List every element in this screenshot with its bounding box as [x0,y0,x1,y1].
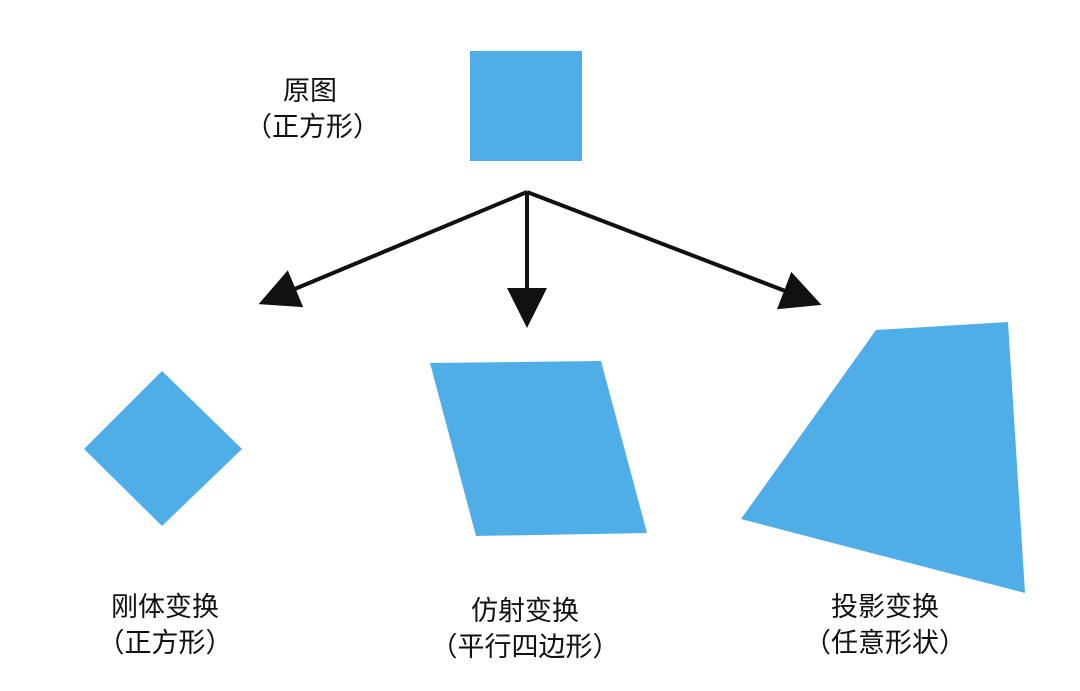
original-title: 原图 [283,76,337,107]
affine-transform-label: 仿射变换 （平行四边形） [425,594,625,666]
projective-transform-label: 投影变换 （任意形状） [800,590,970,662]
projective-transform-title: 投影变换 [831,592,939,623]
affine-transform-shape [430,361,647,536]
rigid-transform-label: 刚体变换 （正方形） [85,590,245,662]
projective-transform-shape [741,322,1025,593]
affine-transform-title: 仿射变换 [471,596,579,627]
rigid-transform-shape [84,371,242,526]
original-label: 原图 （正方形） [245,74,380,146]
original-subtitle: （正方形） [245,112,380,143]
rigid-transform-subtitle: （正方形） [97,628,233,659]
projective-transform-subtitle: （任意形状） [804,628,966,659]
arrow-to-projective [526,190,822,310]
rigid-transform-title: 刚体变换 [111,592,219,623]
original-square [470,51,582,161]
arrow-to-rigid [258,190,528,308]
affine-transform-subtitle: （平行四边形） [430,632,620,663]
